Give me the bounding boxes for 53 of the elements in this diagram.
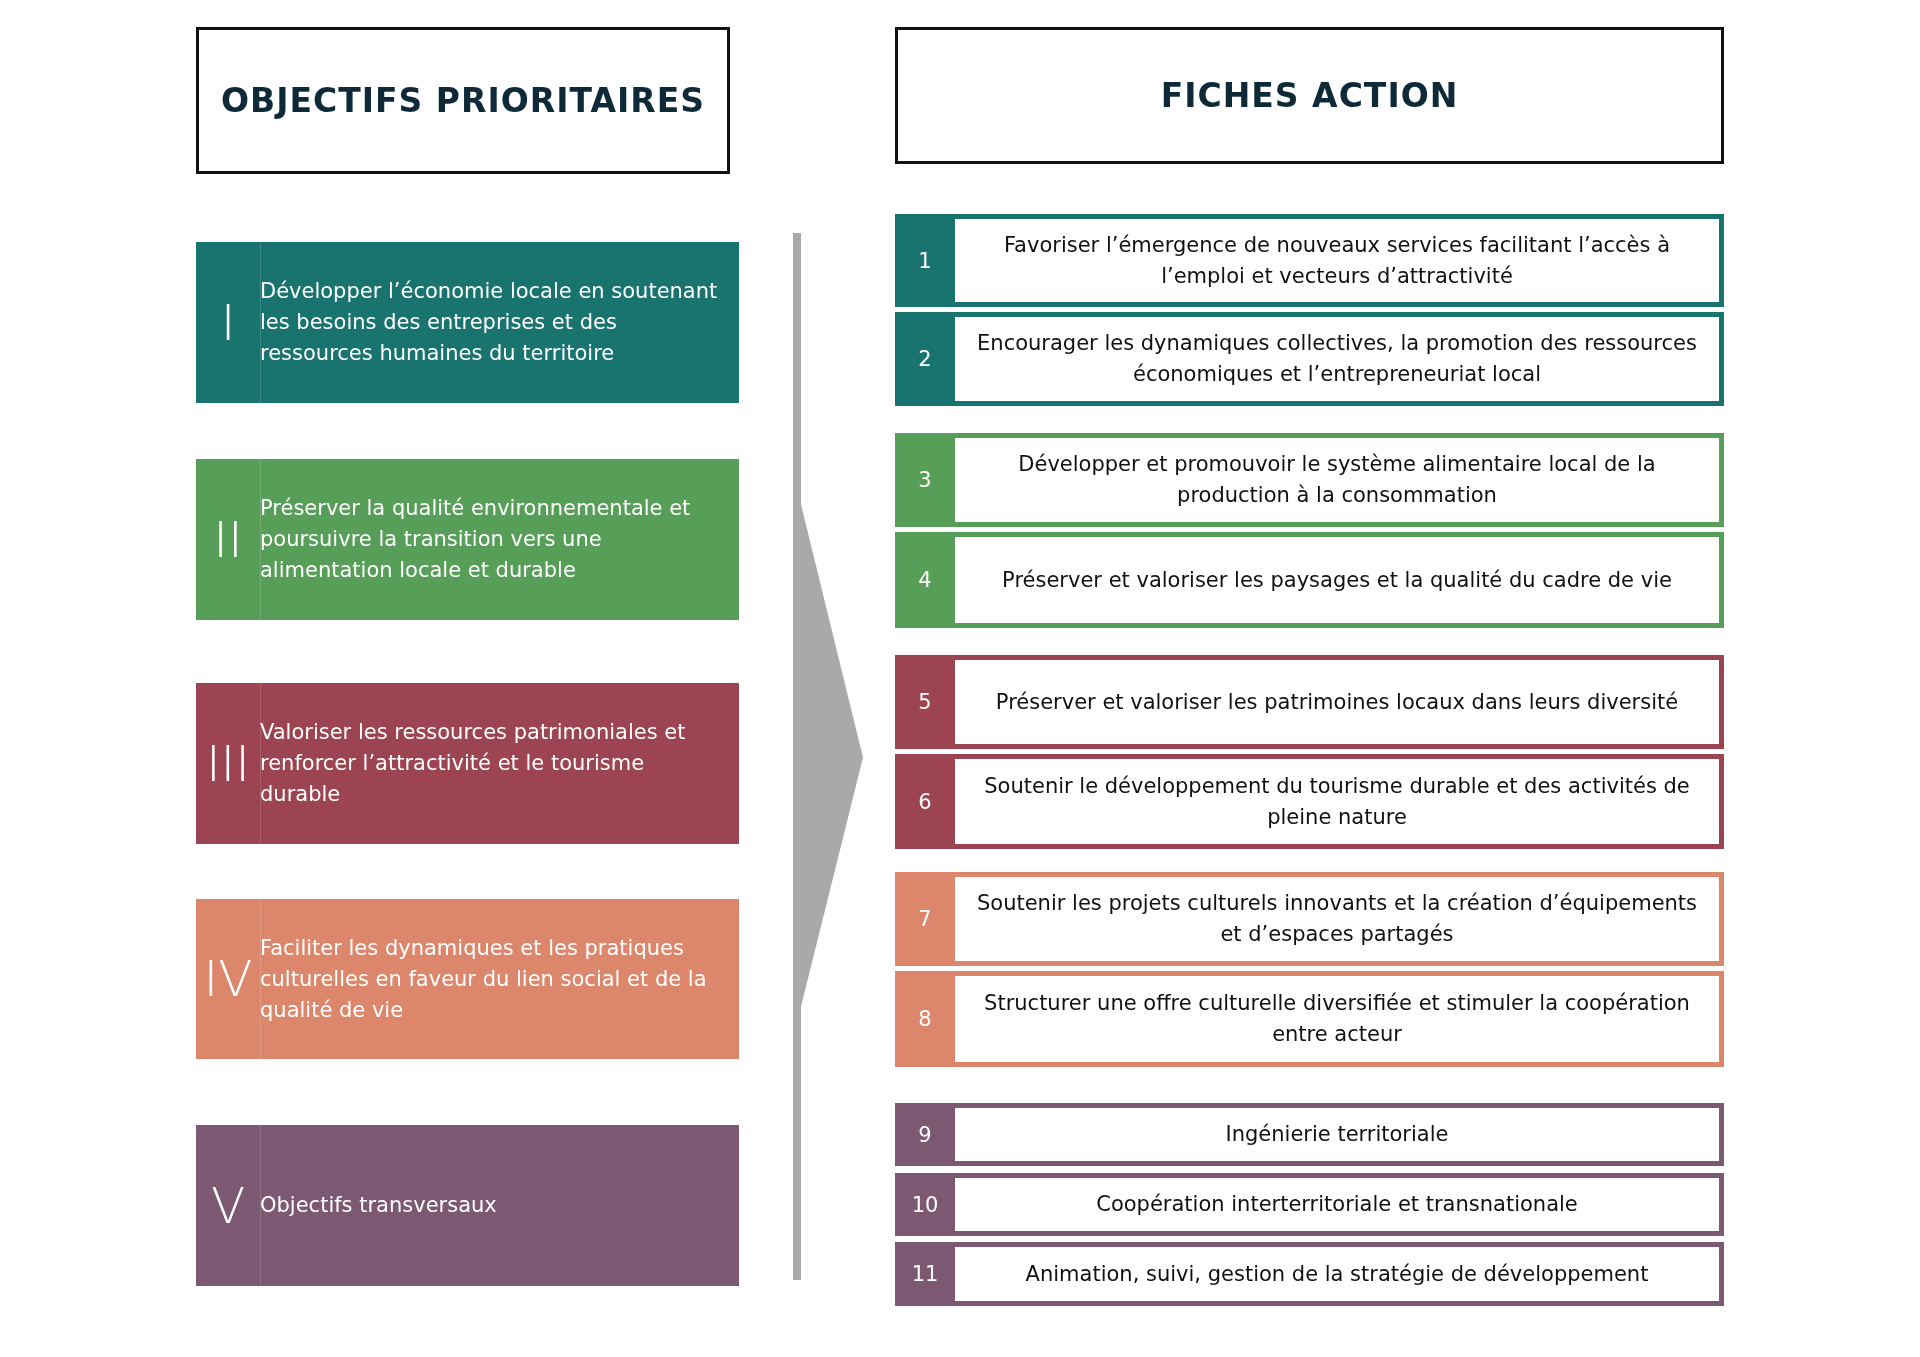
action-number: 4 <box>917 567 933 594</box>
heading-box <box>895 27 1724 164</box>
roman-numeral: I <box>219 293 237 352</box>
roman-numeral: V <box>209 1176 247 1235</box>
action-text: Structurer une offre culturelle diversifiée et stimuler la coopération entre acteur <box>955 976 1719 1062</box>
objective-box <box>196 459 739 620</box>
action-row <box>895 655 1724 749</box>
action-text: Soutenir le développement du tourisme durable et des activités de pleine nature <box>955 759 1719 844</box>
roman-numeral: II <box>212 510 244 569</box>
action-number: 10 <box>910 1191 940 1219</box>
action-text: Préserver et valoriser les paysages et la qualité du cadre de vie <box>955 537 1719 623</box>
heading-box <box>196 27 730 174</box>
action-row <box>895 754 1724 849</box>
action-row <box>895 433 1724 527</box>
action-number: 6 <box>917 788 933 816</box>
action-number: 8 <box>917 1006 933 1033</box>
action-number: 2 <box>917 346 933 373</box>
action-row <box>895 532 1724 628</box>
action-number: 3 <box>917 467 933 494</box>
action-number: 9 <box>917 1121 933 1149</box>
block-arrow <box>793 233 863 1280</box>
action-row <box>895 1173 1724 1236</box>
objective-box <box>196 1125 739 1286</box>
roman-numeral: III <box>204 734 252 793</box>
roman-numeral: IV <box>202 950 254 1008</box>
objective-box <box>196 683 739 844</box>
column-heading: OBJECTIFS PRIORITAIRES <box>221 81 705 120</box>
action-number: 5 <box>917 689 933 716</box>
action-text: Animation, suivi, gestion de la stratégie de développement <box>955 1247 1719 1301</box>
action-text: Encourager les dynamiques collectives, la promotion des ressources économiques et l’entrepreneuriat local <box>955 317 1719 401</box>
action-number: 7 <box>917 906 933 933</box>
objective-text: Objectifs transversaux <box>260 1192 498 1219</box>
action-number: 1 <box>917 247 933 275</box>
action-text: Soutenir les projets culturels innovants et la création d’équipements et d’espaces partagés <box>955 877 1719 961</box>
action-text: Développer et promouvoir le système alimentaire local de la production à la consommation <box>955 438 1719 522</box>
objective-text: Valoriser les ressources patrimoniales et renforcer l’attractivité et le tourisme durable <box>260 719 687 808</box>
action-row <box>895 1242 1724 1306</box>
action-row <box>895 872 1724 966</box>
objective-text: Préserver la qualité environnementale et poursuivre la transition vers une alimentation locale et durable <box>260 495 692 584</box>
objective-text: Développer l’économie locale en soutenant les besoins des entreprises et des ressources humaines du territoire <box>260 278 719 367</box>
action-text: Favoriser l’émergence de nouveaux services facilitant l’accès à l’emploi et vecteurs d’attractivité <box>955 219 1719 302</box>
action-text: Préserver et valoriser les patrimoines locaux dans leurs diversité <box>955 660 1719 744</box>
objective-box <box>196 242 739 403</box>
action-row <box>895 971 1724 1067</box>
action-row <box>895 1103 1724 1166</box>
objective-text: Faciliter les dynamiques et les pratiques culturelles en faveur du lien social et de la qualité de vie <box>260 934 708 1024</box>
column-heading: FICHES ACTION <box>1160 76 1459 115</box>
action-number: 11 <box>910 1261 940 1288</box>
action-row <box>895 312 1724 406</box>
action-row <box>895 214 1724 307</box>
action-text: Ingénierie territoriale <box>955 1108 1719 1161</box>
action-text: Coopération interterritoriale et transnationale <box>955 1178 1719 1231</box>
objective-box <box>196 899 739 1059</box>
